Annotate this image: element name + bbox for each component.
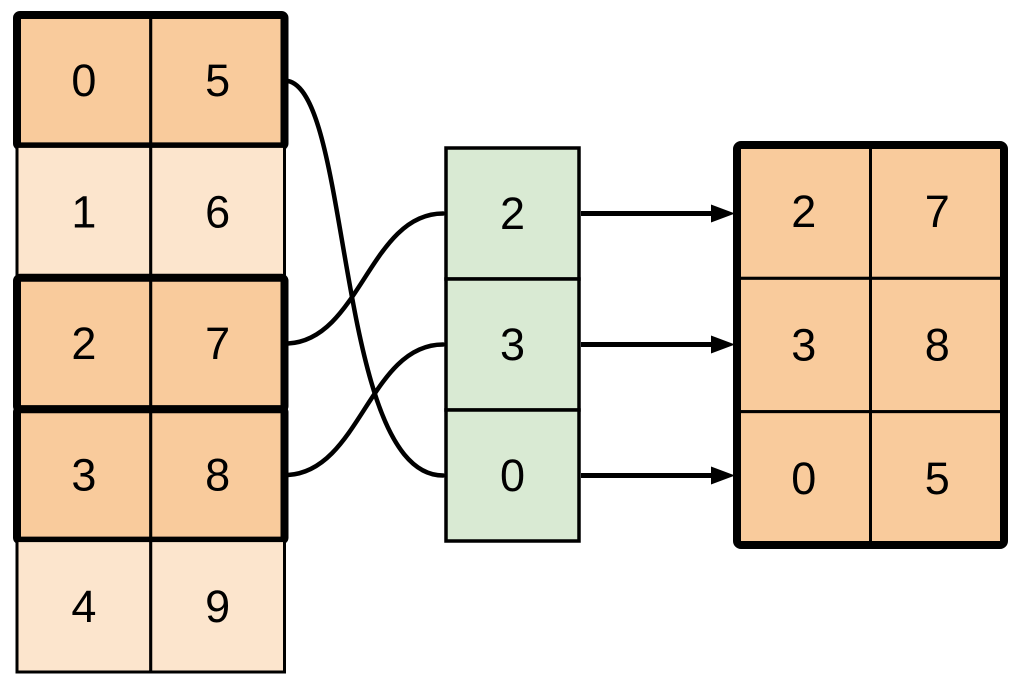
source-cell	[15, 13, 153, 148]
arrow	[581, 466, 735, 485]
index-column: 2 3 0	[444, 146, 581, 543]
result-cell-value: 8	[925, 320, 950, 371]
index-cell	[444, 277, 581, 412]
source-table: 0 5 1 6 2 7 3 8	[13, 11, 289, 674]
source-cell-value: 6	[205, 187, 230, 238]
source-cell-value: 0	[71, 55, 96, 106]
result-cell-value: 0	[791, 453, 816, 504]
source-cell	[15, 407, 153, 543]
source-cell-value: 9	[205, 581, 230, 632]
source-cell-value: 5	[205, 55, 230, 106]
result-cell-value: 7	[925, 186, 950, 237]
result-cell-value: 5	[925, 453, 950, 504]
result-cell	[869, 410, 1006, 547]
source-row-3: 3 8	[13, 405, 289, 545]
source-cell	[15, 539, 153, 674]
source-row-4: 4 9	[15, 539, 286, 674]
arrow	[581, 204, 735, 223]
result-table-outer-border	[733, 141, 1008, 549]
connector-curve-row2-to-index2	[285, 211, 446, 346]
connector-curves	[285, 78, 446, 478]
arrow-head	[711, 335, 735, 354]
source-cell-value: 2	[71, 318, 96, 369]
source-cell-value: 8	[205, 449, 230, 500]
index-cell-value: 2	[500, 188, 525, 239]
source-row-2: 2 7	[13, 273, 289, 414]
source-cell-value: 4	[71, 581, 96, 632]
index-cell-value: 0	[500, 450, 525, 501]
result-cell	[869, 143, 1006, 280]
index-cell-value: 3	[500, 319, 525, 370]
arrow-head	[711, 204, 735, 223]
source-cell	[149, 13, 286, 148]
arrow-head	[711, 466, 735, 485]
source-cell	[149, 276, 286, 411]
connector-curve-row0-to-index0	[285, 78, 446, 478]
result-cell	[869, 276, 1006, 414]
connector-curve-row3-to-index3	[285, 342, 446, 478]
result-table: 2 7 3 8 0 5	[733, 141, 1008, 549]
index-cell	[444, 408, 581, 543]
result-cell-value: 2	[791, 186, 816, 237]
source-row-0: 0 5	[13, 11, 289, 151]
index-to-result-arrows	[581, 204, 735, 485]
source-cell	[149, 144, 286, 280]
arrow	[581, 335, 735, 354]
source-cell-value: 1	[71, 187, 96, 238]
result-cell-value: 3	[791, 320, 816, 371]
source-cell-value: 3	[71, 449, 96, 500]
result-cell	[735, 410, 872, 547]
source-cell-value: 7	[205, 318, 230, 369]
source-cell	[149, 539, 286, 674]
result-cell	[735, 276, 872, 414]
source-row-1: 1 6	[15, 144, 286, 280]
